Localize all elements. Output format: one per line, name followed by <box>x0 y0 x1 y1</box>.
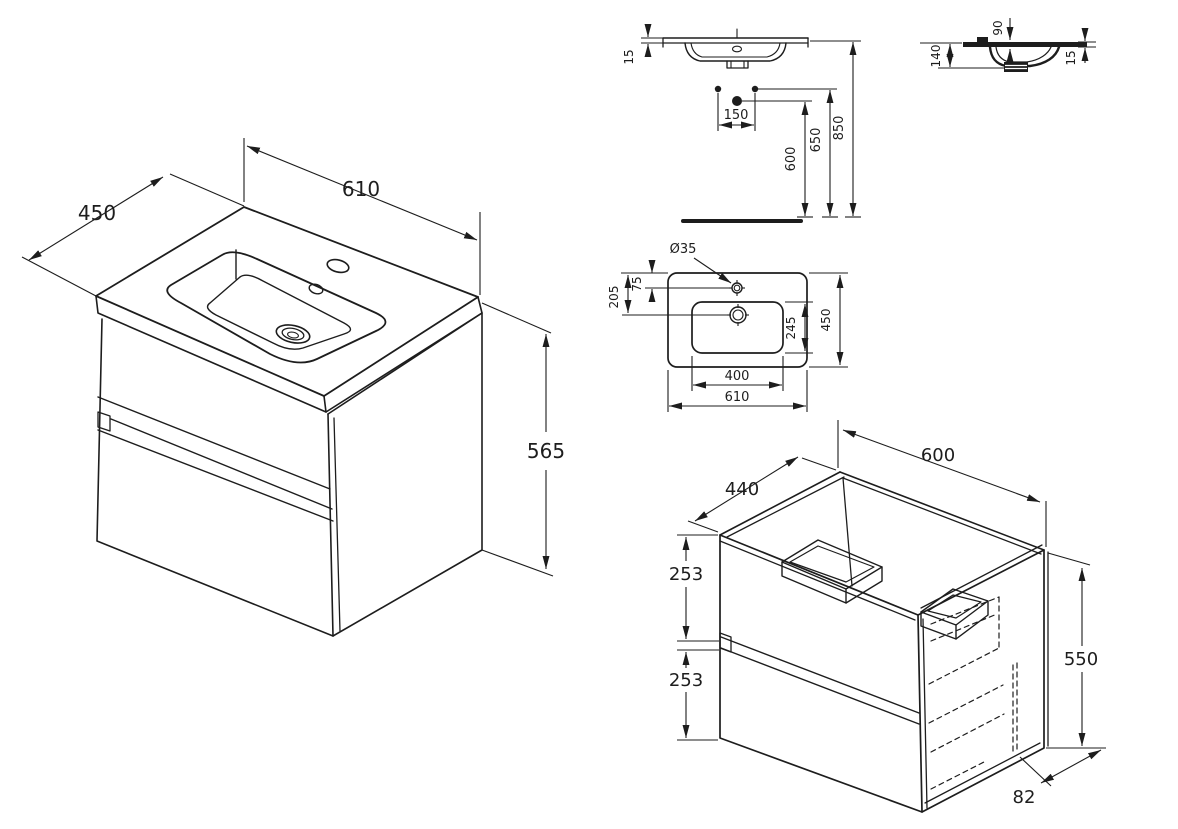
drain-fitting-side <box>1004 62 1028 72</box>
cabinet-isometric-view: 440 600 253 253 <box>669 420 1106 813</box>
hidden-drawer-boxes <box>928 596 1018 790</box>
dim-label-cabinet-depth: 440 <box>725 479 759 500</box>
dim-trap-height: 600 <box>742 100 813 218</box>
cabinet-drawer-divider <box>719 632 920 725</box>
overflow-hole-front <box>731 45 743 53</box>
dim-bowl-length: 245 <box>784 301 813 354</box>
dim-label-plan-depth: 450 <box>819 309 833 332</box>
dim-edge-to-drain: 205 <box>607 275 730 316</box>
washbasin-front-view: 15 150 600 650 <box>622 24 861 223</box>
washbasin-plan-view: Ø35 75 205 245 450 <box>607 242 848 412</box>
dim-label-tap-hole-dia: Ø35 <box>670 242 697 257</box>
dim-label-drawer-bottom: 253 <box>669 670 703 691</box>
dim-rim-height: 850 <box>810 40 861 218</box>
counter-top <box>95 206 483 413</box>
dim-label-bowl-length: 245 <box>784 317 798 340</box>
washbasin-side-section-view: 140 90 15 <box>920 18 1096 72</box>
dim-cabinet-depth: 440 <box>687 456 837 533</box>
top-rail-right <box>920 588 989 640</box>
dim-label-bowl-depth: 90 <box>991 20 1005 35</box>
basin-recess <box>166 249 387 364</box>
dim-edge-to-tap: 75 <box>621 260 732 302</box>
dim-label-basin-depth: 140 <box>929 45 943 68</box>
dim-plan-depth: 450 <box>809 272 848 368</box>
dim-basin-depth: 140 <box>920 42 1004 69</box>
dim-label-drawer-top: 253 <box>669 564 703 585</box>
basin-plan-bowl <box>691 301 784 354</box>
drain-plan <box>727 304 749 326</box>
dim-cabinet-width: 600 <box>837 420 1047 547</box>
basin-front-outline <box>662 28 809 69</box>
dim-drawer-top-height: 253 <box>669 534 719 642</box>
vanity-isometric-view: 450 610 565 <box>21 138 565 637</box>
fixing-points <box>714 85 759 106</box>
dim-label-bowl-width: 400 <box>725 369 750 384</box>
dim-vanity-width: 610 <box>243 138 481 295</box>
dim-label-vanity-depth: 450 <box>78 201 116 225</box>
dim-vanity-height: 565 <box>481 302 565 577</box>
dim-front-edge: 15 <box>1064 28 1096 66</box>
dim-label-rim-thickness: 15 <box>622 49 636 64</box>
overflow-hole <box>308 283 324 295</box>
dim-label-front-edge: 15 <box>1064 50 1078 65</box>
dim-vanity-depth: 450 <box>21 173 245 297</box>
dim-label-cabinet-height: 550 <box>1064 649 1098 670</box>
dim-label-trap-height: 600 <box>784 147 799 172</box>
dim-tap-hole-dia: Ø35 <box>670 242 732 284</box>
dim-label-vanity-width: 610 <box>342 177 380 201</box>
dim-label-cabinet-width: 600 <box>921 445 955 466</box>
dim-fixing-height: 650 <box>758 88 838 218</box>
basin-side-outline <box>963 37 1087 72</box>
dim-bottom-offset: 82 <box>1013 747 1106 808</box>
dim-label-bottom-offset: 82 <box>1013 787 1036 808</box>
dim-cabinet-height: 550 <box>1046 552 1098 749</box>
drain-waste <box>275 324 311 344</box>
dim-label-edge-to-drain: 205 <box>607 286 621 309</box>
top-rail-left <box>781 539 883 604</box>
dim-tap-spacing: 150 <box>717 93 756 131</box>
drawer-front-lines <box>97 396 334 522</box>
tap-hole <box>326 258 350 274</box>
dim-label-edge-to-tap: 75 <box>630 276 644 291</box>
dim-bowl-depth: 90 <box>991 18 1014 62</box>
drain-fitting-front <box>726 60 749 69</box>
dim-label-vanity-height: 565 <box>527 439 565 463</box>
dim-bowl-width: 400 <box>691 356 784 391</box>
dim-label-plan-width: 610 <box>725 390 750 405</box>
dim-label-tap-spacing: 150 <box>724 108 749 123</box>
dim-rim-thickness: 15 <box>622 24 664 65</box>
dim-drawer-bottom-height: 253 <box>669 649 719 741</box>
dim-plan-width: 610 <box>667 370 808 412</box>
dim-label-rim-height: 850 <box>832 116 847 141</box>
dim-label-fixing-height: 650 <box>809 128 824 153</box>
